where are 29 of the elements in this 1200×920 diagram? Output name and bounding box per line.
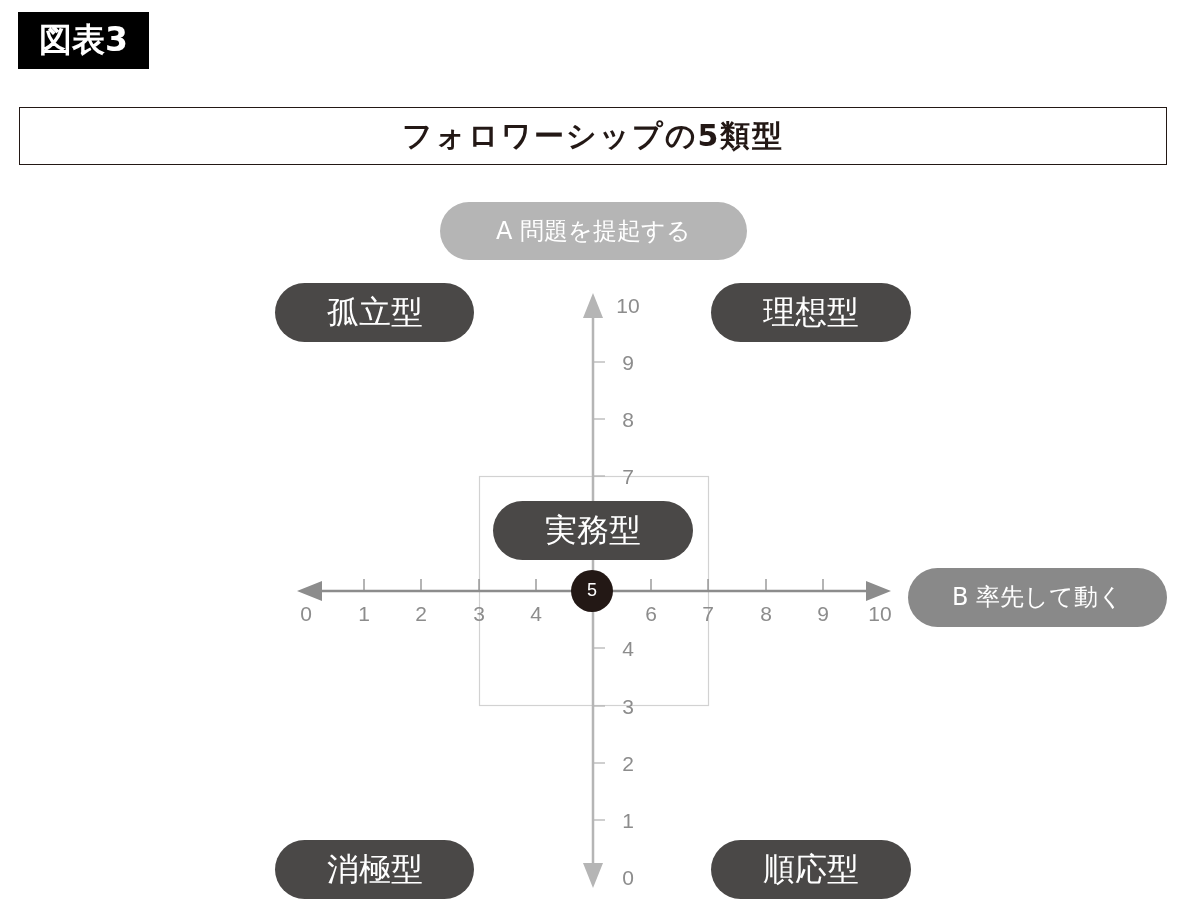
category-pill: 孤立型 — [275, 283, 474, 342]
axis-tick-label: 10 — [616, 294, 640, 316]
axis-tick-label: 4 — [530, 602, 542, 624]
category-pill: 順応型 — [711, 840, 911, 899]
axis-tick-label: 10 — [868, 602, 892, 624]
axis-tick-label: 9 — [817, 602, 829, 624]
axis-tick-label: 3 — [473, 602, 485, 624]
chart-title: フォロワーシップの5類型 — [19, 107, 1167, 165]
axis-tick-label: 8 — [760, 602, 772, 624]
axis-tick-label: 2 — [622, 752, 634, 774]
axis-tick-label: 7 — [622, 465, 634, 487]
axis-tick-label: 1 — [622, 809, 634, 831]
axis-tick-label: 1 — [358, 602, 370, 624]
axis-tick-label: 8 — [622, 408, 634, 430]
center-point-marker: 5 — [571, 570, 613, 612]
axis-tick-label: 0 — [300, 602, 312, 624]
axis-tick-label: 2 — [415, 602, 427, 624]
axis-tick-label: 0 — [622, 866, 634, 888]
axis-title-pill: B 率先して動く — [908, 568, 1167, 627]
figure-number-label: 図表3 — [18, 12, 149, 69]
axis-tick-label: 3 — [622, 695, 634, 717]
category-pill: 理想型 — [711, 283, 911, 342]
axis-tick-label: 7 — [702, 602, 714, 624]
axis-tick-label: 4 — [622, 637, 634, 659]
category-pill: 実務型 — [493, 501, 693, 560]
axis-tick-label: 9 — [622, 351, 634, 373]
category-pill: 消極型 — [275, 840, 474, 899]
axis-title-pill: A 問題を提起する — [440, 202, 747, 260]
axis-tick-label: 6 — [645, 602, 657, 624]
